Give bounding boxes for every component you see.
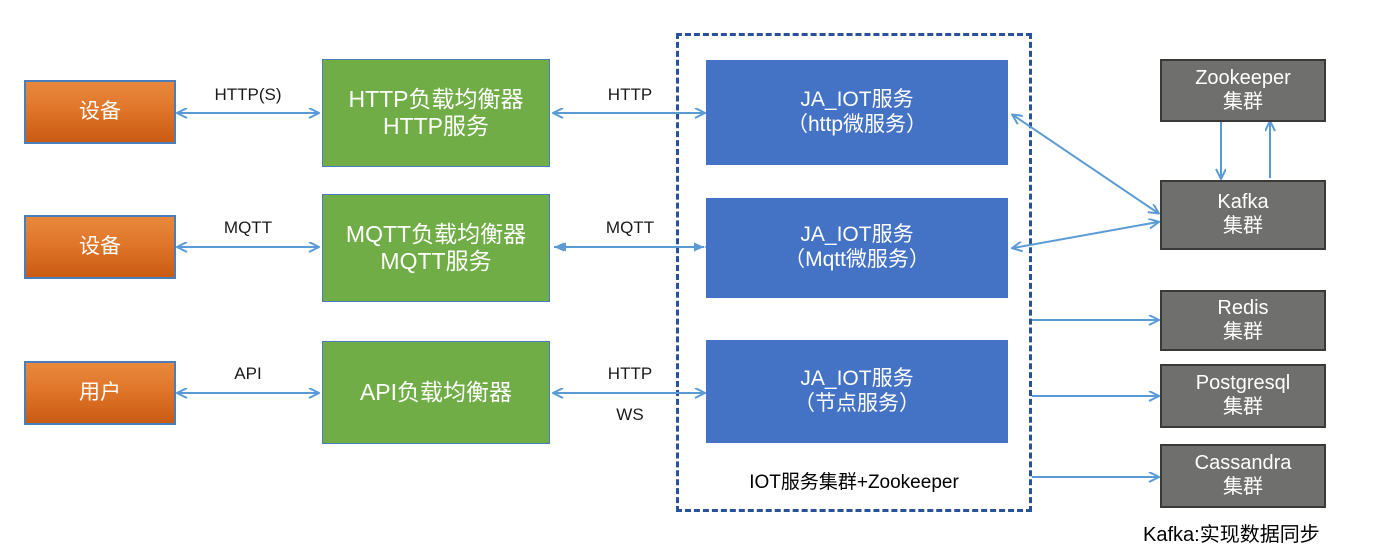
cluster-label-line1: Kafka [1217,191,1269,214]
edge-label-http-svc: HTTP [607,85,653,104]
balancer-box-api[interactable]: API负载均衡器 [322,341,550,444]
balancer-box-http[interactable]: HTTP负载均衡器 HTTP服务 [322,59,550,167]
cluster-label-line2: 集群 [1223,476,1263,498]
cluster-label-line2: 集群 [1223,90,1263,113]
balancer-label-line1: API负载均衡器 [359,378,513,405]
balancer-label-line1: HTTP负载均衡器 [348,85,524,112]
balancer-label-line1: MQTT负载均衡器 [345,220,527,247]
cluster-box-cassandra[interactable]: Cassandra 集群 [1160,444,1326,508]
edge-label-ws-node: WS [616,405,644,424]
service-label-line1: JA_IOT服务 [800,366,914,390]
client-box-user[interactable]: 用户 [24,361,176,425]
edge-label-http-s: HTTP(S) [214,85,282,104]
cluster-label-line2: 集群 [1223,396,1263,418]
client-box-device-1[interactable]: 设备 [24,80,176,144]
service-label-line1: JA_IOT服务 [800,223,914,247]
arrow-httpsvc-to-kafka [1013,115,1158,213]
balancer-label-line2: HTTP服务 [382,113,490,139]
cluster-label-line1: Redis [1217,296,1269,319]
cluster-box-redis[interactable]: Redis 集群 [1160,290,1326,351]
service-label-line2: （http微服务） [786,112,928,136]
service-box-http-micro[interactable]: JA_IOT服务 （http微服务） [706,60,1008,165]
service-label-line2: （Mqtt微服务） [784,248,930,271]
service-label-line2: （节点服务） [794,391,920,415]
client-box-device-2[interactable]: 设备 [24,215,176,279]
edge-label-http-node: HTTP [607,364,653,383]
edge-label-mqtt-client: MQTT [223,218,273,237]
cluster-box-zookeeper[interactable]: Zookeeper 集群 [1160,59,1326,122]
footnote-kafka-sync: Kafka:实现数据同步 [1143,524,1320,546]
balancer-label-line2: MQTT服务 [380,248,492,274]
iot-cluster-group [676,33,1032,512]
client-label: 用户 [79,380,121,404]
service-box-node[interactable]: JA_IOT服务 （节点服务） [706,340,1008,443]
group-caption: IOT服务集群+Zookeeper [749,472,959,493]
cluster-label-line1: Cassandra [1194,452,1292,475]
cluster-label-line1: Zookeeper [1195,66,1291,89]
cluster-label-line2: 集群 [1223,215,1263,237]
service-label-line1: JA_IOT服务 [800,87,914,111]
arrow-mqttsvc-to-kafka [1013,222,1158,248]
cluster-box-postgresql[interactable]: Postgresql 集群 [1160,364,1326,428]
balancer-box-mqtt[interactable]: MQTT负载均衡器 MQTT服务 [322,194,550,302]
client-label: 设备 [79,99,121,123]
cluster-label-line2: 集群 [1223,320,1263,343]
cluster-box-kafka[interactable]: Kafka 集群 [1160,180,1326,250]
edge-label-mqtt-svc: MQTT [605,218,655,237]
arrowhead-mqtt-left [556,242,566,252]
cluster-label-line1: Postgresql [1195,372,1291,395]
client-label: 设备 [79,234,121,258]
service-box-mqtt-micro[interactable]: JA_IOT服务 （Mqtt微服务） [706,198,1008,298]
edge-label-api: API [234,364,262,383]
